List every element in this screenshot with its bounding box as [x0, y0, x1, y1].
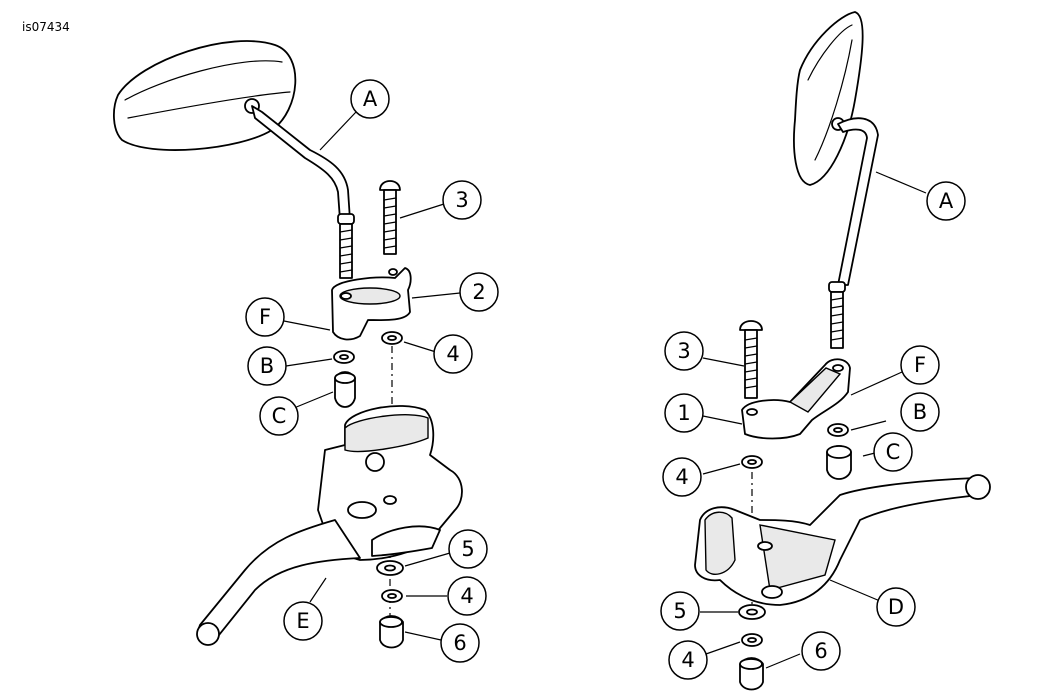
svg-text:C: C [272, 404, 287, 428]
left-mirror [113, 40, 355, 279]
right-lock-washer-B [827, 423, 849, 437]
callout-right-D: D [876, 587, 916, 627]
callout-left-6: 6 [440, 623, 480, 663]
svg-text:3: 3 [455, 188, 468, 212]
callout-right-B: B [900, 392, 940, 432]
right-assembly [694, 11, 991, 691]
left-lock-washer-4b [381, 589, 403, 603]
right-nut-6 [739, 657, 764, 691]
callout-left-5: 5 [448, 529, 488, 569]
left-clamp-2 [331, 267, 412, 341]
callout-left-B: B [247, 346, 287, 386]
svg-text:A: A [363, 87, 378, 111]
callout-right-6: 6 [801, 631, 841, 671]
right-lock-washer-4a [741, 455, 763, 469]
right-lock-washer-4b [741, 633, 763, 647]
callout-right-3: 3 [664, 331, 704, 371]
svg-text:5: 5 [673, 599, 686, 623]
right-screw-3 [739, 320, 763, 399]
svg-text:2: 2 [472, 280, 485, 304]
callout-right-C: C [873, 432, 913, 472]
svg-text:3: 3 [677, 339, 690, 363]
callout-right-4a: 4 [662, 457, 702, 497]
callout-left-4b: 4 [447, 576, 487, 616]
figure-id: is07434 [22, 20, 70, 34]
right-lever-D [694, 474, 991, 606]
left-flat-washer-5 [376, 560, 404, 576]
left-master-cylinder [317, 405, 463, 561]
svg-text:1: 1 [677, 401, 690, 425]
callout-right-A: A [926, 181, 966, 221]
svg-text:4: 4 [446, 342, 459, 366]
callout-left-F: F [245, 297, 285, 337]
left-lock-washer-4 [381, 331, 403, 345]
right-nut-C [826, 445, 852, 480]
svg-text:F: F [259, 305, 271, 329]
svg-text:D: D [888, 595, 904, 619]
svg-text:4: 4 [675, 465, 688, 489]
svg-text:4: 4 [681, 648, 694, 672]
svg-text:B: B [260, 354, 274, 378]
svg-text:4: 4 [460, 584, 473, 608]
svg-text:6: 6 [814, 639, 827, 663]
left-nut-C [334, 371, 356, 408]
callout-right-F: F [900, 345, 940, 385]
callout-left-A: A [350, 79, 390, 119]
callout-left-4a: 4 [433, 334, 473, 374]
left-nut-6 [379, 615, 404, 649]
callout-right-4b: 4 [668, 640, 708, 680]
callout-left-3: 3 [442, 180, 482, 220]
callout-right-5: 5 [660, 591, 700, 631]
left-assembly [113, 40, 463, 649]
svg-text:A: A [939, 189, 954, 213]
callout-left-E: E [283, 601, 323, 641]
svg-text:6: 6 [453, 631, 466, 655]
callout-right-1: 1 [664, 393, 704, 433]
right-clamp-1 [741, 358, 851, 440]
left-lock-washer-B [333, 350, 355, 364]
right-flat-washer-5 [738, 604, 766, 620]
svg-text:C: C [886, 440, 901, 464]
callout-left-2: 2 [459, 272, 499, 312]
svg-text:5: 5 [461, 537, 474, 561]
left-screw-3 [379, 180, 401, 255]
svg-text:B: B [913, 400, 927, 424]
callout-left-C: C [259, 396, 299, 436]
svg-text:E: E [296, 609, 309, 633]
right-mirror [793, 11, 879, 349]
left-lever-E [196, 519, 361, 646]
svg-text:F: F [914, 353, 926, 377]
